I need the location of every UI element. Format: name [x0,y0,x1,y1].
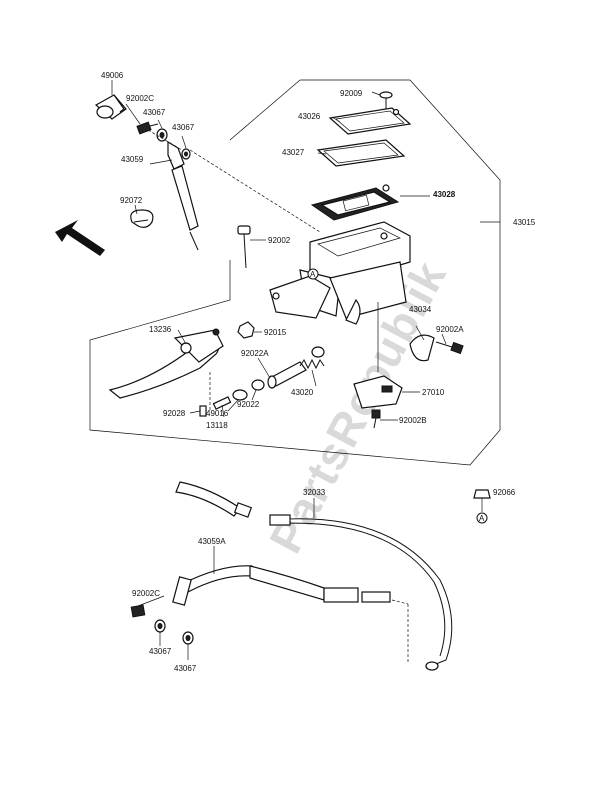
label-43067-d: 43067 [174,664,197,673]
washer-43067-a [156,128,168,142]
alignment-line [391,599,409,605]
bolt-92002 [237,225,251,269]
label-92022: 92022 [237,400,260,409]
hose-43059A [172,565,391,606]
hose-43059 [167,140,199,251]
label-13236: 13236 [149,325,172,334]
label-92066: 92066 [493,488,516,497]
label-43015: 43015 [513,218,536,227]
label-43020: 43020 [291,388,314,397]
clamp-43034 [409,334,435,362]
label-92009: 92009 [340,89,363,98]
direction-arrow-icon [55,220,105,256]
label-43034: 43034 [409,305,432,314]
label-92072: 92072 [120,196,143,205]
label-27010: 27010 [422,388,445,397]
label-92002C-bottom: 92002C [132,589,160,598]
label-13118: 13118 [206,421,228,430]
label-92002A: 92002A [436,325,464,334]
plug-92066 [473,489,491,499]
label-43059A: 43059A [198,537,226,546]
banjo-fitting-49006 [94,94,127,120]
label-92022A: 92022A [241,349,269,358]
screw-92009 [379,91,393,110]
diaphragm-43028 [310,184,400,221]
switch-27010 [353,375,403,409]
label-43067-b: 43067 [172,123,195,132]
spring-43020 [299,346,325,370]
svg-text:A: A [310,270,316,279]
label-43067-c: 43067 [149,647,172,656]
hose-32033 [175,481,453,671]
part-labels: 49006 92002C 43067 43067 43059 92072 920… [101,71,536,673]
bracket-clamp [269,275,331,319]
label-43028: 43028 [433,190,456,199]
marker-a-top: A [307,268,319,280]
bolt-92002B [371,409,381,429]
leader-lines [111,80,500,660]
alignment-line [189,149,321,233]
marker-a-bottom: A [476,512,488,524]
label-43026: 43026 [298,112,321,121]
bolt-92002C-top [136,121,159,135]
boot-49016 [232,389,248,401]
label-49006: 49006 [101,71,124,80]
label-92002C-top: 92002C [126,94,154,103]
label-92002B: 92002B [399,416,427,425]
piston-92022A [267,361,307,389]
assembly-outline-edge [229,79,301,141]
assembly-outline [89,79,501,466]
alignment-line [147,129,183,151]
washer-43067-c [154,619,166,633]
label-43027: 43027 [282,148,305,157]
plate-43027 [316,139,406,167]
bolt-92002A [435,341,464,355]
label-43059: 43059 [121,155,144,164]
label-92028: 92028 [163,409,186,418]
svg-text:A: A [479,514,485,523]
pushrod-13118 [212,396,232,410]
cap-43026 [328,107,412,135]
nut-92015 [237,321,255,339]
washer-43067-d [182,631,194,645]
label-49016: 49016 [206,409,229,418]
lever-13236 [108,328,224,399]
cup-92022 [251,379,265,391]
bolt-92002C-bottom [130,604,146,618]
label-43067-a: 43067 [143,108,166,117]
washer-43067-b [181,148,191,160]
label-92002: 92002 [268,236,291,245]
label-92015: 92015 [264,328,287,337]
label-32033: 32033 [303,488,326,497]
clip-92072 [130,209,154,228]
